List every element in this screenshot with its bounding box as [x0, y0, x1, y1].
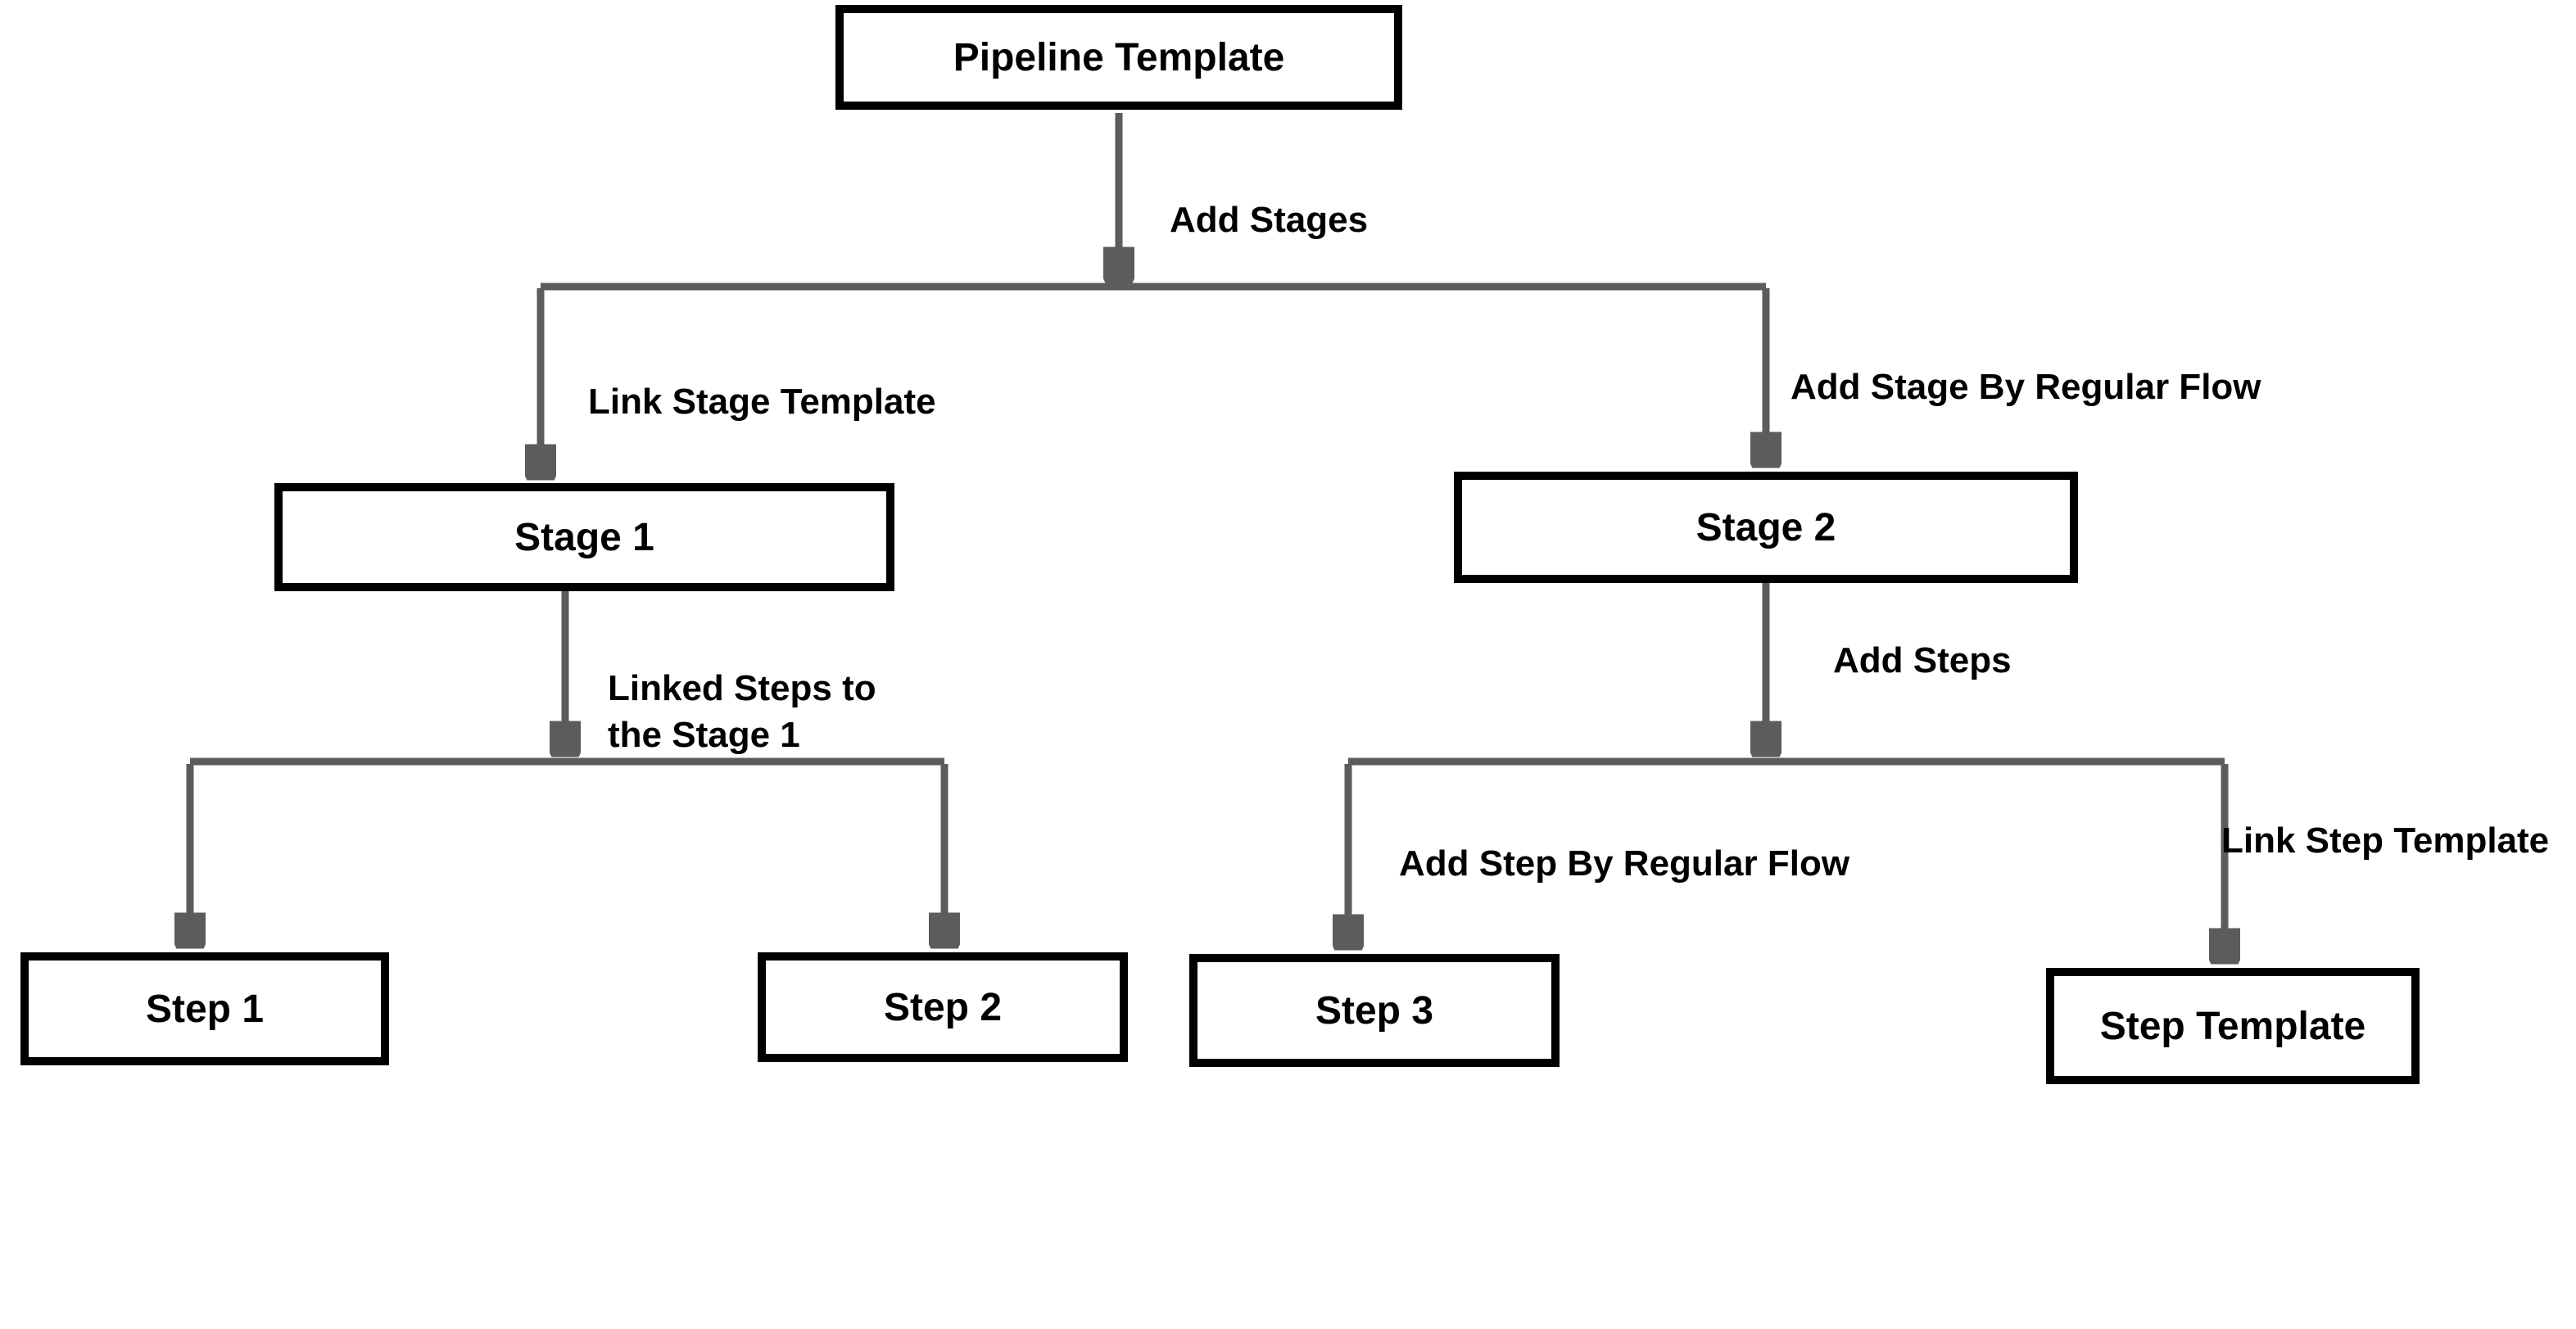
- node-stage-2-label: Stage 2: [1695, 505, 1836, 549]
- node-step-1-label: Step 1: [145, 987, 265, 1031]
- node-stage-2: Stage 2: [1454, 472, 2078, 583]
- node-step-2: Step 2: [758, 952, 1128, 1062]
- node-step-1: Step 1: [20, 952, 389, 1065]
- edge-label-link-step-template: Link Step Template: [2221, 820, 2550, 861]
- edge-label-add-stages: Add Stages: [1170, 200, 1369, 240]
- node-pipeline-template: Pipeline Template: [835, 5, 1402, 110]
- edge-label-linked-steps-to-stage-1: Linked Steps to the Stage 1: [608, 668, 876, 756]
- node-stage-1: Stage 1: [274, 483, 894, 591]
- node-step-3: Step 3: [1189, 954, 1560, 1067]
- edge-label-add-step-by-regular-flow: Add Step By Regular Flow: [1399, 843, 1850, 884]
- node-stage-1-label: Stage 1: [514, 515, 654, 559]
- node-step-3-label: Step 3: [1315, 988, 1434, 1033]
- node-step-template-label: Step Template: [2099, 1004, 2366, 1048]
- node-step-2-label: Step 2: [883, 985, 1003, 1029]
- node-step-template: Step Template: [2046, 968, 2420, 1084]
- node-pipeline-template-label: Pipeline Template: [953, 35, 1285, 79]
- edge-label-link-stage-template: Link Stage Template: [588, 382, 936, 422]
- edge-label-add-stage-by-regular-flow: Add Stage By Regular Flow: [1791, 367, 2261, 407]
- edge-label-add-steps: Add Steps: [1833, 640, 2012, 680]
